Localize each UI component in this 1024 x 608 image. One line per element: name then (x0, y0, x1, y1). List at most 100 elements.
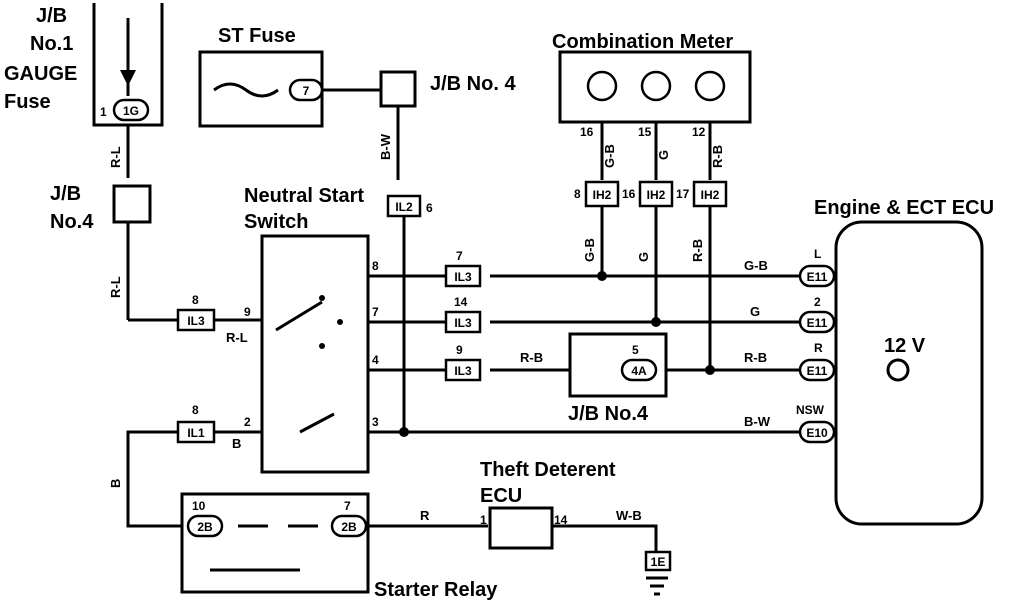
pin-label: 1 (100, 105, 107, 119)
combination-meter-title: Combination Meter (552, 31, 733, 53)
junctions (399, 271, 715, 437)
pin-label: L (814, 247, 821, 261)
contact-dot (319, 295, 325, 301)
wire-label-rb-ecu: R-B (744, 350, 767, 365)
starter-relay-box (180, 492, 370, 594)
connector-1e: 1E (651, 555, 666, 569)
connector-ih2-a: IH2 (593, 188, 612, 202)
gauge-fuse-arrow-icon (120, 70, 136, 86)
pin-label: 12 (692, 125, 706, 139)
connector-e10: E10 (806, 426, 828, 440)
connector-7: 7 (303, 84, 310, 98)
junction-dot (399, 427, 409, 437)
junction-dot (651, 317, 661, 327)
pin-label: 2 (814, 295, 821, 309)
switch-contact (299, 412, 335, 434)
wire-label-gb-ecu: G-B (744, 258, 768, 273)
pin-label: 16 (580, 125, 594, 139)
pin-label: 8 (192, 403, 199, 417)
junction-dot (705, 365, 715, 375)
pin-label: 9 (456, 343, 463, 357)
contact-dot (319, 343, 325, 349)
pin-label: 8 (372, 259, 379, 273)
jb4-left-block (112, 184, 152, 224)
switch-lever (275, 300, 323, 332)
connector-il2: IL2 (395, 200, 413, 214)
pin-label: 17 (676, 187, 690, 201)
wire-label-bw: B-W (378, 133, 393, 160)
wire-label-wb: W-B (616, 508, 642, 523)
connector-il3-a: IL3 (187, 314, 205, 328)
wire-label-g-ecu: G (750, 304, 760, 319)
jb1-title-line4: Fuse (4, 91, 51, 113)
pin-label: 8 (192, 293, 199, 307)
connector-4a: 4A (631, 364, 647, 378)
wire-label-rb-jb: R-B (520, 350, 543, 365)
wire-label-b-vertical: B (108, 479, 123, 488)
pin-label: 3 (372, 415, 379, 429)
connector-e11-c: E11 (807, 364, 828, 378)
pin-label: 4 (372, 353, 379, 367)
contact-dot (337, 319, 343, 325)
wire-label-rl-switch: R-L (226, 330, 248, 345)
pin-label: 8 (574, 187, 581, 201)
wire-label-rb-meter: R-B (710, 145, 725, 168)
connectors: 1G 7 IL2 IH2 IH2 IH2 IL3 IL3 IL3 IL3 IL1… (112, 78, 836, 572)
wire-label-gb-down: G-B (582, 238, 597, 262)
lamp-icon (694, 70, 726, 102)
theft-title-line2: ECU (480, 485, 522, 507)
wire-wb (552, 524, 658, 552)
theft-deterrent-box (488, 506, 554, 550)
connector-il3-c: IL3 (454, 316, 472, 330)
jb4-bottom-title: J/B No.4 (568, 403, 649, 425)
pin-label: R (814, 341, 823, 355)
pin-label: 14 (554, 513, 568, 527)
lamp-icon (586, 70, 618, 102)
pin-label: 7 (344, 499, 351, 513)
theft-title-line1: Theft Deterent (480, 459, 616, 481)
pin-label: 14 (454, 295, 468, 309)
pin-label: 6 (426, 201, 433, 215)
connector-e11-b: E11 (807, 316, 828, 330)
wire-label-r-theft: R (420, 508, 430, 523)
voltage-source-icon (886, 358, 910, 382)
pin-label: 7 (372, 305, 379, 319)
nss-title-line1: Neutral Start (244, 185, 364, 207)
jb1-title-line1: J/B (36, 5, 67, 27)
meter-lamps (586, 70, 726, 102)
wire-b-vertical (126, 430, 184, 528)
wire-label-rl-mid: R-L (108, 276, 123, 298)
connector-1g: 1G (123, 104, 139, 118)
st-fuse-title: ST Fuse (218, 25, 296, 47)
pin-label: 16 (622, 187, 636, 201)
wire-color-labels: R-L R-L R-L B-W G-B G R-B G-B G R-B G-B … (108, 133, 771, 523)
connector-ih2-b: IH2 (647, 188, 666, 202)
pin-label: 2 (244, 415, 251, 429)
wire-label-bw-ecu: B-W (744, 414, 771, 429)
jb4-top-title: J/B No. 4 (430, 73, 516, 95)
pin-label: 5 (632, 343, 639, 357)
starter-relay-title: Starter Relay (374, 579, 498, 601)
engine-ecu-title: Engine & ECT ECU (814, 197, 994, 219)
wire-label-g-meter: G (656, 150, 671, 160)
jb1-title-line2: No.1 (30, 33, 73, 55)
jb1-title-line3: GAUGE (4, 63, 77, 85)
component-titles: J/B No.1 GAUGE Fuse ST Fuse J/B No. 4 Co… (4, 5, 994, 601)
ground-icon (646, 576, 668, 596)
st-fuse-symbol (213, 82, 279, 98)
connector-ih2-c: IH2 (701, 188, 720, 202)
connector-il3-d: IL3 (454, 364, 472, 378)
neutral-start-switch-box (260, 234, 370, 474)
lamp-icon (640, 70, 672, 102)
wire-label-rb-down: R-B (690, 239, 705, 262)
nss-title-line2: Switch (244, 211, 308, 233)
connector-il1: IL1 (187, 426, 205, 440)
connector-2b-right: 2B (341, 520, 357, 534)
wire-label-rl-top: R-L (108, 146, 123, 168)
pin-numbers: 1 6 16 15 12 8 16 17 7 14 9 8 8 7 4 9 2 … (100, 105, 825, 527)
wire-label-g-down: G (636, 252, 651, 262)
wire-label-gb-meter: G-B (602, 144, 617, 168)
connector-il3-b: IL3 (454, 270, 472, 284)
connector-e11-a: E11 (807, 270, 828, 284)
